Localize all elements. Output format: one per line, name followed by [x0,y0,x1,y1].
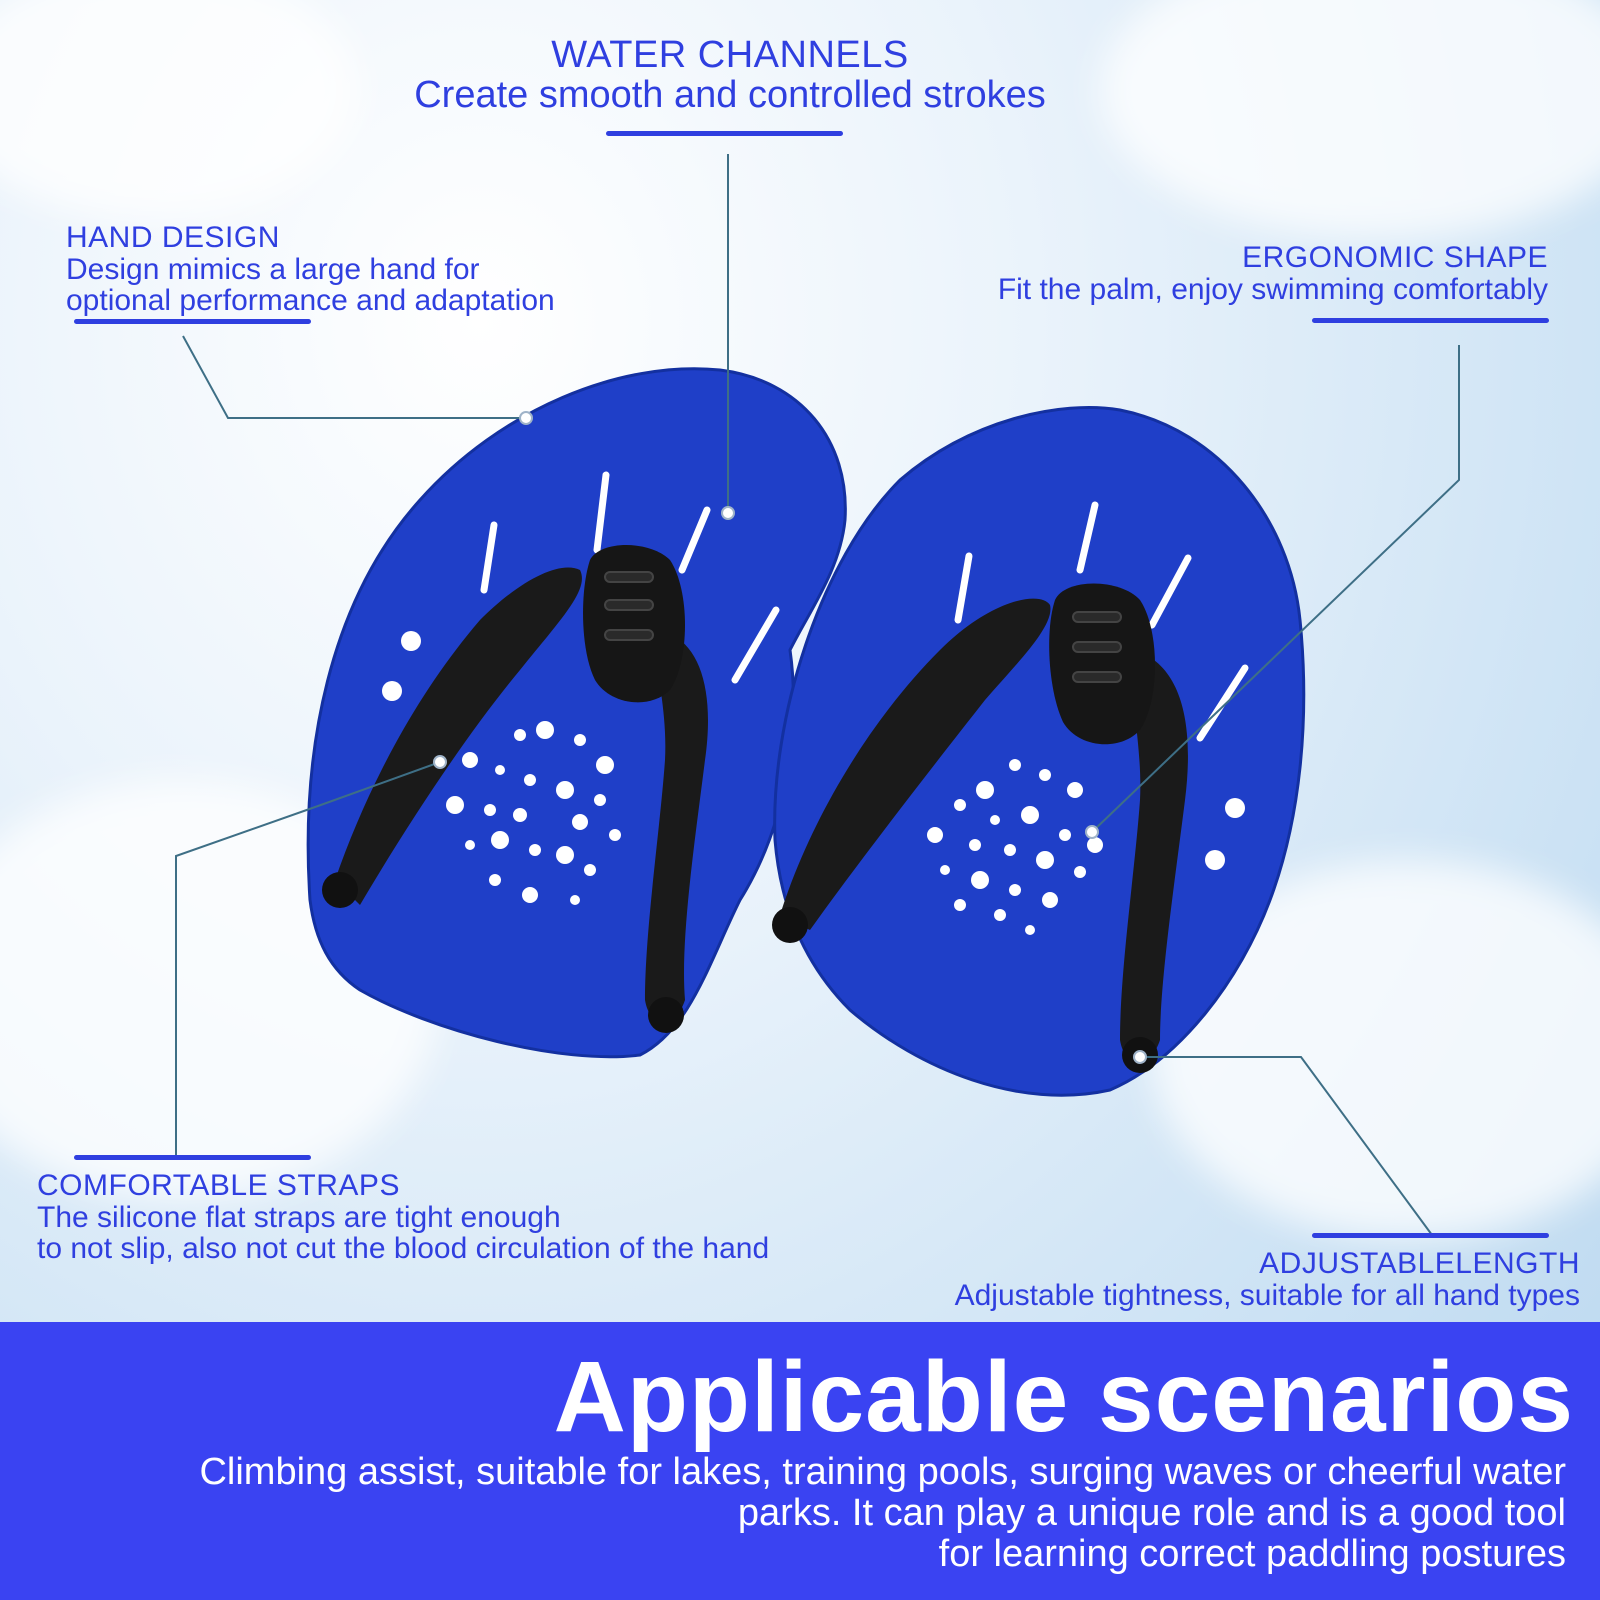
left-strap-buckle [583,545,685,703]
callout-description: Create smooth and controlled strokes [414,73,1046,116]
right-vent-holes [927,759,1103,935]
banner-title: Applicable scenarios [553,1341,1574,1453]
scenarios-banner: Applicable scenarios Climbing assist, su… [0,1322,1600,1600]
left-finger-slots [480,471,780,684]
callout-water-channels: WATER CHANNELS Create smooth and control… [370,34,1090,116]
banner-description-line: for learning correct paddling postures [938,1533,1566,1576]
left-strap [335,567,582,905]
banner-description: Climbing assist, suitable for lakes, tra… [26,1451,1566,1576]
leader-dots [433,411,1147,1064]
left-hand-paddle [306,367,847,1059]
callout-title: HAND DESIGN [66,221,280,254]
callout-description-line: to not slip, also not cut the blood circ… [37,1232,770,1265]
callout-ergonomic-shape: ERGONOMIC SHAPE Fit the palm, enjoy swim… [998,242,1548,305]
right-strap [780,598,1051,930]
underline-bar [74,1155,311,1160]
callout-hand-design: HAND DESIGN Design mimics a large hand f… [66,222,555,317]
banner-description-line: parks. It can play a unique role and is … [737,1492,1566,1535]
callout-adjustable-length: ADJUSTABLELENGTH Adjustable tightness, s… [955,1248,1580,1311]
right-strap-right [1120,650,1188,1063]
callout-title: COMFORTABLE STRAPS [37,1169,400,1202]
callout-title: ADJUSTABLELENGTH [1259,1247,1580,1280]
leader-lines [175,154,1460,1236]
underline-bar [606,131,843,136]
left-strap-right [645,630,708,1023]
left-paddle-body [306,367,847,1059]
underline-bar [1312,1233,1549,1238]
callout-description: Adjustable tightness, suitable for all h… [954,1278,1580,1312]
callout-title: WATER CHANNELS [551,34,909,76]
callout-description-line: Design mimics a large hand for [66,252,480,286]
callout-comfortable-straps: COMFORTABLE STRAPS The silicone flat str… [37,1170,769,1265]
underline-bar [74,319,311,324]
right-hand-paddle [772,406,1306,1097]
right-finger-slots [954,501,1249,742]
right-strap-buckle [1049,583,1155,745]
right-paddle-body [773,406,1306,1097]
banner-description-line: Climbing assist, suitable for lakes, tra… [199,1451,1566,1493]
underline-bar [1312,318,1549,323]
callout-description-line: The silicone flat straps are tight enoug… [37,1200,561,1234]
callout-description: Fit the palm, enjoy swimming comfortably [997,272,1548,306]
callout-title: ERGONOMIC SHAPE [1242,241,1548,274]
left-vent-holes [446,721,621,905]
callout-description-line: optional performance and adaptation [66,284,555,317]
